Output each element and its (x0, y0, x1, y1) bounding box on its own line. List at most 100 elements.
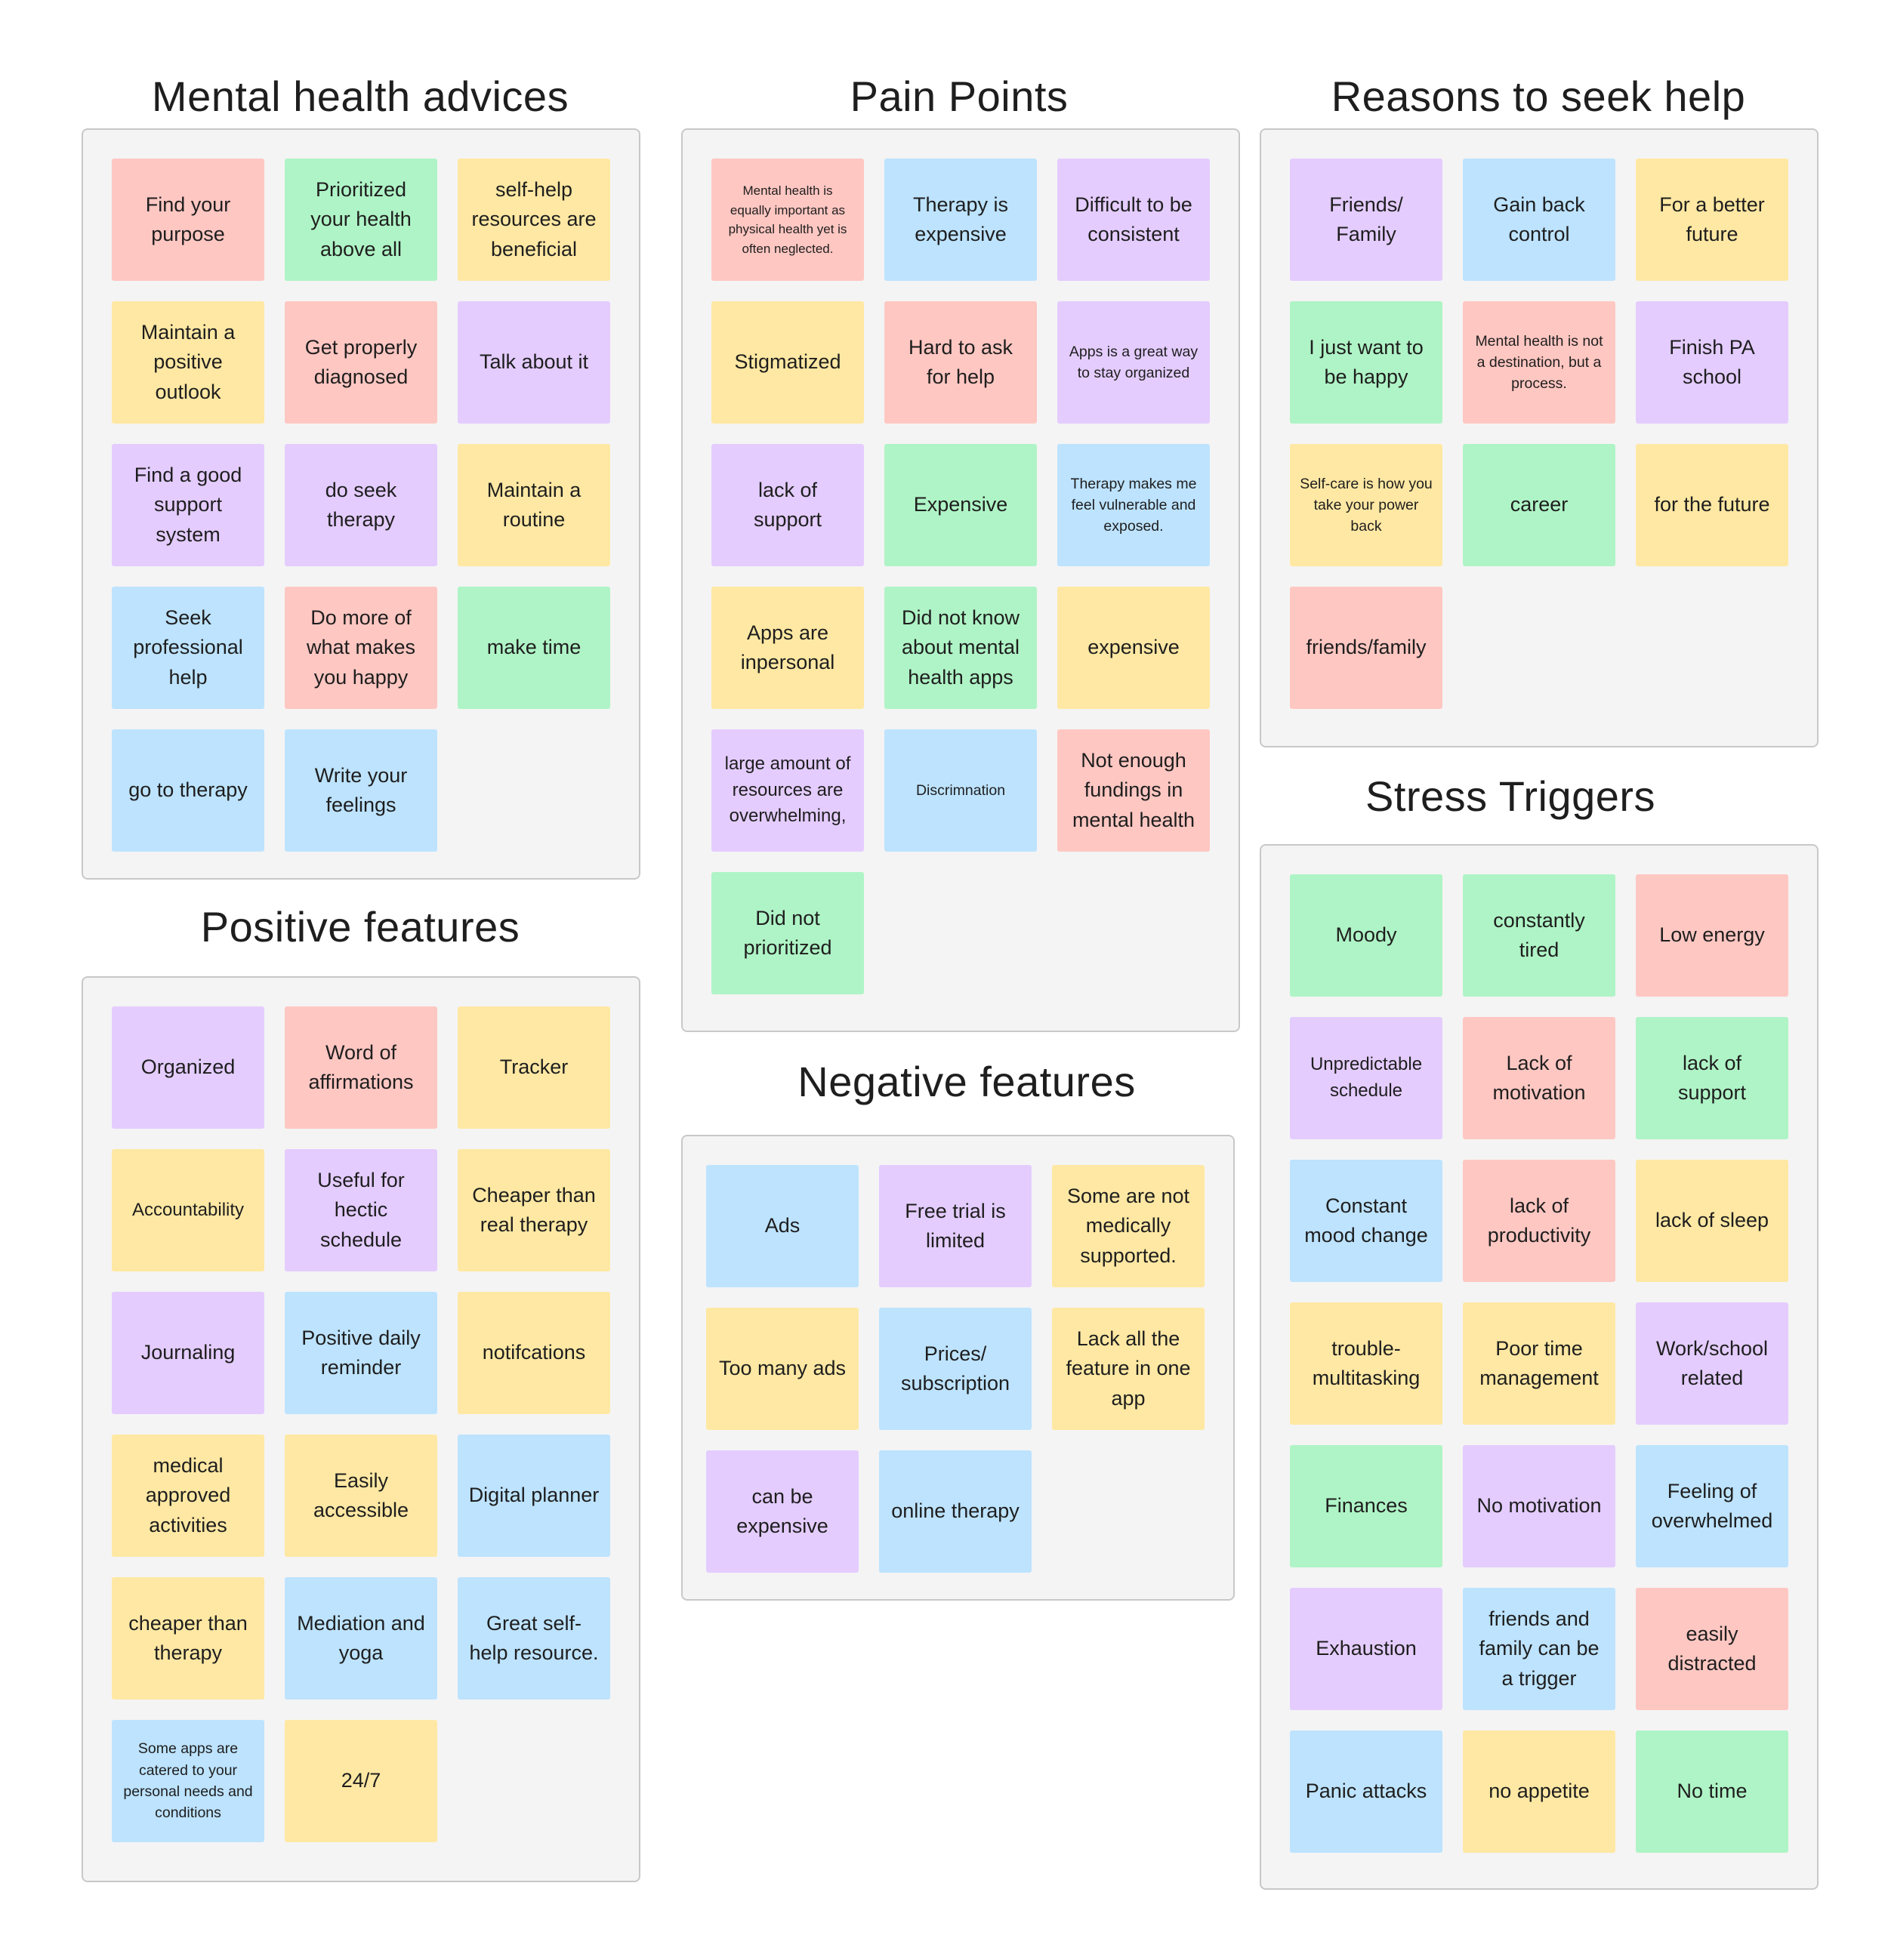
sticky-note[interactable]: Digital planner (458, 1435, 610, 1557)
sticky-note[interactable]: Poor time management (1463, 1302, 1615, 1425)
sticky-note-text: Useful for hectic schedule (317, 1169, 405, 1251)
sticky-note[interactable]: no appetite (1463, 1730, 1615, 1853)
sticky-note[interactable]: Discrimnation (884, 729, 1037, 852)
sticky-note[interactable]: friends and family can be a trigger (1463, 1588, 1615, 1710)
sticky-note[interactable]: self-help resources are beneficial (458, 159, 610, 281)
sticky-note[interactable]: Did not prioritized (711, 872, 864, 994)
sticky-note[interactable]: Lack of motivation (1463, 1017, 1615, 1139)
sticky-note[interactable]: expensive (1057, 587, 1210, 709)
sticky-note[interactable]: cheaper than therapy (112, 1577, 264, 1700)
sticky-note[interactable]: lack of support (1636, 1017, 1788, 1139)
sticky-note[interactable]: Find a good support system (112, 444, 264, 566)
sticky-note[interactable]: Mental health is not a destination, but … (1463, 301, 1615, 424)
sticky-note[interactable]: Work/school related (1636, 1302, 1788, 1425)
sticky-note[interactable]: Maintain a positive outlook (112, 301, 264, 424)
sticky-note-text: friends/family (1306, 636, 1427, 659)
sticky-note[interactable]: career (1463, 444, 1615, 566)
sticky-note[interactable]: Unpredictable schedule (1290, 1017, 1442, 1139)
sticky-note[interactable]: 24/7 (285, 1720, 437, 1842)
sticky-note-text: Self-care is how you take your power bac… (1300, 475, 1433, 535)
sticky-note[interactable]: Lack all the feature in one app (1052, 1308, 1205, 1430)
sticky-note[interactable]: Do more of what makes you happy (285, 587, 437, 709)
sticky-note[interactable]: Did not know about mental health apps (884, 587, 1037, 709)
positive-features-title: Positive features (200, 903, 520, 951)
sticky-note[interactable]: Low energy (1636, 874, 1788, 997)
sticky-note[interactable]: large amount of resources are overwhelmi… (711, 729, 864, 852)
sticky-note[interactable]: Apps is a great way to stay organized (1057, 301, 1210, 424)
sticky-note[interactable]: Easily accessible (285, 1435, 437, 1557)
sticky-note[interactable]: notifcations (458, 1292, 610, 1414)
sticky-note[interactable]: Ads (706, 1165, 859, 1287)
sticky-note[interactable]: go to therapy (112, 729, 264, 852)
sticky-note[interactable]: Friends/ Family (1290, 159, 1442, 281)
sticky-note[interactable]: Maintain a routine (458, 444, 610, 566)
sticky-note[interactable]: trouble-multitasking (1290, 1302, 1442, 1425)
sticky-note[interactable]: Exhaustion (1290, 1588, 1442, 1710)
sticky-note[interactable]: Self-care is how you take your power bac… (1290, 444, 1442, 566)
sticky-note[interactable]: Cheaper than real therapy (458, 1149, 610, 1271)
sticky-note-text: Free trial is limited (905, 1199, 1006, 1252)
sticky-note[interactable]: Finances (1290, 1445, 1442, 1567)
sticky-note-text: Constant mood change (1304, 1194, 1428, 1247)
sticky-note-text: self-help resources are beneficial (471, 178, 597, 260)
sticky-note[interactable]: Organized (112, 1006, 264, 1129)
sticky-note[interactable]: Get properly diagnosed (285, 301, 437, 424)
sticky-note[interactable]: Mediation and yoga (285, 1577, 437, 1700)
sticky-note[interactable]: Mental health is equally important as ph… (711, 159, 864, 281)
sticky-note[interactable]: Hard to ask for help (884, 301, 1037, 424)
sticky-note-text: Get properly diagnosed (304, 335, 418, 388)
sticky-note[interactable]: No motivation (1463, 1445, 1615, 1567)
sticky-note[interactable]: Panic attacks (1290, 1730, 1442, 1853)
sticky-note[interactable]: do seek therapy (285, 444, 437, 566)
sticky-note[interactable]: Great self-help resource. (458, 1577, 610, 1700)
sticky-note[interactable]: Accountability (112, 1149, 264, 1271)
sticky-note[interactable]: lack of support (711, 444, 864, 566)
sticky-note[interactable]: Write your feelings (285, 729, 437, 852)
sticky-note[interactable]: Find your purpose (112, 159, 264, 281)
sticky-note[interactable]: For a better future (1636, 159, 1788, 281)
sticky-note[interactable]: Seek professional help (112, 587, 264, 709)
sticky-note[interactable]: I just want to be happy (1290, 301, 1442, 424)
sticky-note[interactable]: can be expensive (706, 1450, 859, 1573)
sticky-note[interactable]: Therapy is expensive (884, 159, 1037, 281)
sticky-note[interactable]: Gain back control (1463, 159, 1615, 281)
sticky-note[interactable]: Prioritized your health above all (285, 159, 437, 281)
sticky-note[interactable]: Prices/ subscription (879, 1308, 1032, 1430)
sticky-note-text: lack of support (753, 478, 822, 531)
negative-features-title: Negative features (797, 1058, 1136, 1105)
sticky-note[interactable]: Talk about it (458, 301, 610, 424)
sticky-note-text: Write your feelings (314, 763, 408, 816)
sticky-note[interactable]: Too many ads (706, 1308, 859, 1430)
sticky-note[interactable]: Tracker (458, 1006, 610, 1129)
sticky-note[interactable]: Apps are inpersonal (711, 587, 864, 709)
sticky-note[interactable]: for the future (1636, 444, 1788, 566)
sticky-note[interactable]: Journaling (112, 1292, 264, 1414)
sticky-note[interactable]: Stigmatized (711, 301, 864, 424)
sticky-note[interactable]: Moody (1290, 874, 1442, 997)
sticky-note[interactable]: Useful for hectic schedule (285, 1149, 437, 1271)
sticky-note[interactable]: friends/family (1290, 587, 1442, 709)
sticky-note[interactable]: Word of affirmations (285, 1006, 437, 1129)
sticky-note[interactable]: Difficult to be consistent (1057, 159, 1210, 281)
sticky-note[interactable]: medical approved activities (112, 1435, 264, 1557)
sticky-note[interactable]: lack of sleep (1636, 1160, 1788, 1282)
sticky-note[interactable]: Constant mood change (1290, 1160, 1442, 1282)
sticky-note-text: cheaper than therapy (128, 1611, 248, 1664)
sticky-note[interactable]: easily distracted (1636, 1588, 1788, 1710)
sticky-note[interactable]: Feeling of overwhelmed (1636, 1445, 1788, 1567)
sticky-note[interactable]: No time (1636, 1730, 1788, 1853)
sticky-note[interactable]: online therapy (879, 1450, 1032, 1573)
sticky-note[interactable]: make time (458, 587, 610, 709)
sticky-note[interactable]: Some are not medically supported. (1052, 1165, 1205, 1287)
sticky-note-text: notifcations (482, 1341, 586, 1364)
sticky-note[interactable]: Some apps are catered to your personal n… (112, 1720, 264, 1842)
sticky-note[interactable]: Expensive (884, 444, 1037, 566)
sticky-note[interactable]: Not enough fundings in mental health (1057, 729, 1210, 852)
sticky-note[interactable]: constantly tired (1463, 874, 1615, 997)
sticky-note[interactable]: Free trial is limited (879, 1165, 1032, 1287)
sticky-note[interactable]: lack of productivity (1463, 1160, 1615, 1282)
sticky-note[interactable]: Positive daily reminder (285, 1292, 437, 1414)
sticky-note-text: no appetite (1488, 1780, 1590, 1803)
sticky-note[interactable]: Finish PA school (1636, 301, 1788, 424)
sticky-note[interactable]: Therapy makes me feel vulnerable and exp… (1057, 444, 1210, 566)
